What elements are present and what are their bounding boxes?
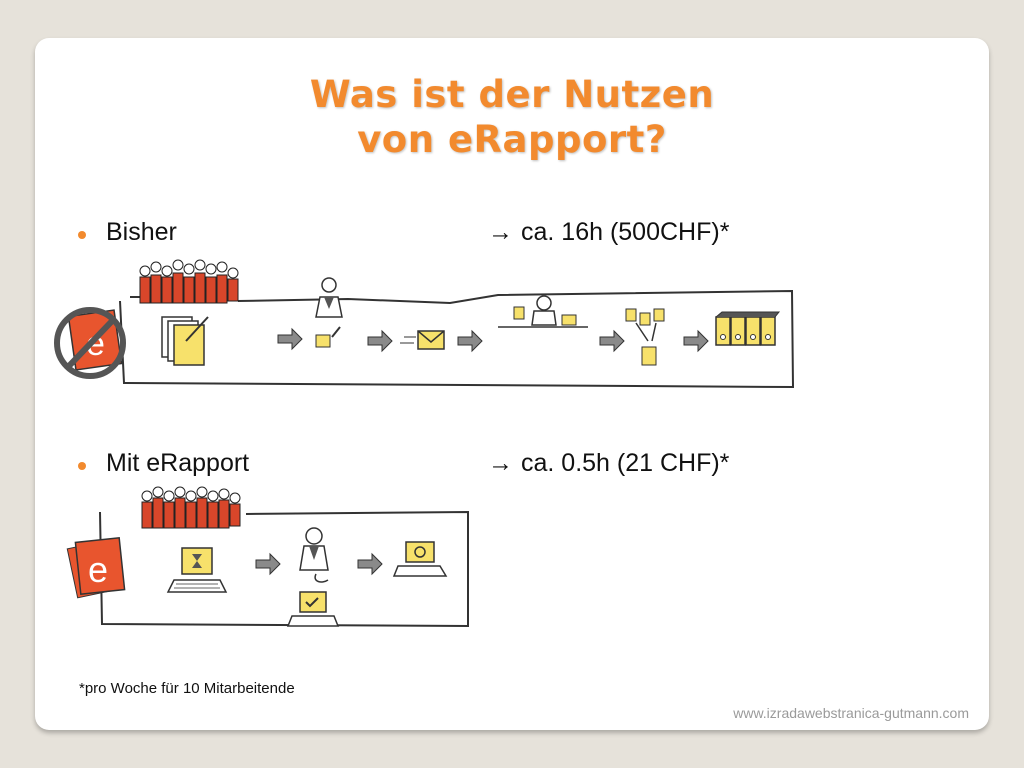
old-process-illustration: e — [54, 259, 795, 389]
arrow-right-icon — [277, 327, 303, 351]
slide-title: Was ist der Nutzen von eRapport? — [0, 72, 1024, 162]
crowd-icon — [139, 259, 239, 304]
arrow-right-icon — [683, 329, 709, 353]
crossed-erapport-logo-icon: e — [54, 307, 126, 379]
laptop-icon — [286, 591, 340, 627]
binders-icon — [715, 311, 781, 346]
sorting-documents-icon — [625, 308, 665, 366]
arrow-right-icon — [255, 552, 281, 576]
bullet-bisher: Bisher → ca. 16h (500CHF)* — [78, 218, 838, 254]
bullet-dot — [78, 462, 86, 470]
arrow-right-icon — [357, 552, 383, 576]
bullet-mit-erapport: Mit eRapport → ca. 0.5h (21 CHF)* — [78, 449, 838, 485]
title-line-2: von eRapport? — [357, 118, 667, 161]
envelope-icon — [400, 330, 445, 350]
bullet-dot — [78, 231, 86, 239]
new-process-illustration: e — [66, 486, 469, 628]
arrow-right-icon: → — [488, 449, 513, 477]
erapport-logo-icon: e — [66, 537, 126, 599]
bullet-value-text: ca. 16h (500CHF)* — [521, 218, 730, 246]
person-icon — [299, 527, 329, 583]
bullet-value: → ca. 16h (500CHF)* — [488, 218, 729, 247]
arrow-right-icon — [367, 329, 393, 353]
person-signing-icon — [315, 277, 343, 348]
bullet-value-text: ca. 0.5h (21 CHF)* — [521, 449, 730, 477]
crowd-icon — [141, 486, 241, 529]
bullet-label: Bisher — [106, 218, 177, 246]
arrow-right-icon: → — [488, 218, 513, 246]
paper-stack-icon — [161, 316, 209, 366]
clerk-desk-icon — [498, 295, 588, 328]
footer-url[interactable]: www.izradawebstranica-gutmann.com — [733, 705, 969, 721]
bullet-value: → ca. 0.5h (21 CHF)* — [488, 449, 729, 478]
arrow-right-icon — [599, 329, 625, 353]
bullet-label: Mit eRapport — [106, 449, 250, 477]
title-line-1: Was ist der Nutzen — [309, 73, 715, 116]
laptop-icon — [392, 541, 448, 577]
arrow-right-icon — [457, 329, 483, 353]
laptop-icon — [166, 547, 228, 593]
svg-text:e: e — [88, 549, 108, 590]
footnote: *pro Woche für 10 Mitarbeitende — [79, 680, 295, 697]
